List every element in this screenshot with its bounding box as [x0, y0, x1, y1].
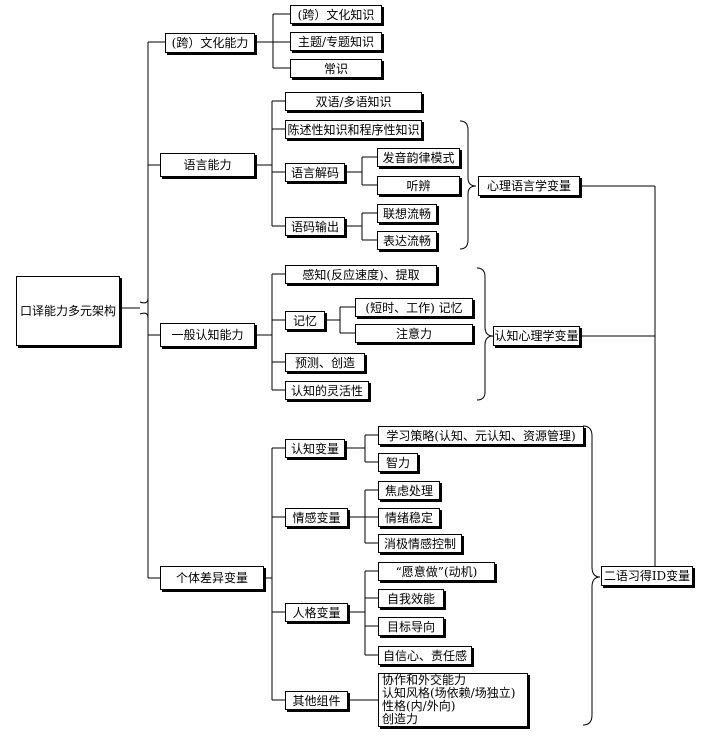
confidence-node: 自信心、责任感: [378, 646, 472, 665]
cognitive-psych-group-node: 认知心理学变量: [493, 326, 580, 346]
short-term-memory-node: (短时、工作) 记忆: [355, 298, 473, 317]
intelligence-node: 智力: [378, 453, 418, 472]
emotional-stability-node: 情绪稳定: [378, 508, 440, 527]
other-components-node: 其他组件: [285, 691, 348, 710]
other-components-list: 协作和外交能力 认知风格(场依赖/场独立) 性格(内/外向) 创造力: [378, 673, 528, 727]
affective-variable-node: 情感变量: [285, 508, 348, 527]
negative-emotion-control-node: 消极情感控制: [378, 534, 462, 553]
language-decoding-node: 语言解码: [285, 163, 345, 182]
cognitive-competence-node: 一般认知能力: [160, 323, 255, 347]
learning-strategy-node: 学习策略(认知、元认知、资源管理): [378, 426, 584, 445]
common-sense-node: 常识: [290, 59, 382, 78]
attention-node: 注意力: [355, 324, 473, 343]
goal-orientation-node: 目标导向: [378, 617, 444, 636]
association-fluency-node: 联想流畅: [377, 204, 437, 223]
other-line: 创造力: [382, 712, 419, 726]
code-output-node: 语码输出: [285, 217, 345, 236]
cultural-knowledge-node: (跨）文化知识: [290, 5, 382, 24]
cognitive-flexibility-node: 认知的灵活性: [285, 381, 369, 400]
cultural-competence-node: (跨）文化能力: [165, 33, 255, 53]
root-node: 口译能力多元架构: [16, 276, 120, 346]
cognitive-variable-node: 认知变量: [285, 439, 345, 458]
language-competence-node: 语言能力: [160, 153, 255, 177]
psycholinguistic-group-node: 心理语言学变量: [478, 176, 580, 196]
bilingual-knowledge-node: 双语/多语知识: [285, 92, 422, 111]
listening-node: 听辨: [377, 176, 460, 195]
other-line: 性格(内/外向): [382, 699, 456, 713]
self-efficacy-node: 自我效能: [378, 589, 444, 608]
prosody-pattern-node: 发音韵律模式: [377, 148, 460, 167]
other-line: 协作和外交能力: [382, 673, 467, 687]
individual-difference-node: 个体差异变量: [160, 566, 264, 590]
declarative-procedural-node: 陈述性知识和程序性知识: [285, 120, 422, 139]
expression-fluency-node: 表达流畅: [377, 231, 437, 250]
prediction-node: 预测、创造: [285, 353, 365, 372]
anxiety-handling-node: 焦虑处理: [378, 481, 440, 500]
memory-node: 记忆: [285, 311, 325, 330]
perception-node: 感知(反应速度)、提取: [285, 265, 437, 284]
motivation-node: “愿意做”(动机): [378, 562, 495, 581]
topic-knowledge-node: 主题/专题知识: [290, 32, 382, 51]
other-line: 认知风格(场依赖/场独立): [382, 686, 516, 700]
personality-variable-node: 人格变量: [285, 603, 348, 622]
sla-id-group-node: 二语习得ID变量: [601, 566, 693, 586]
